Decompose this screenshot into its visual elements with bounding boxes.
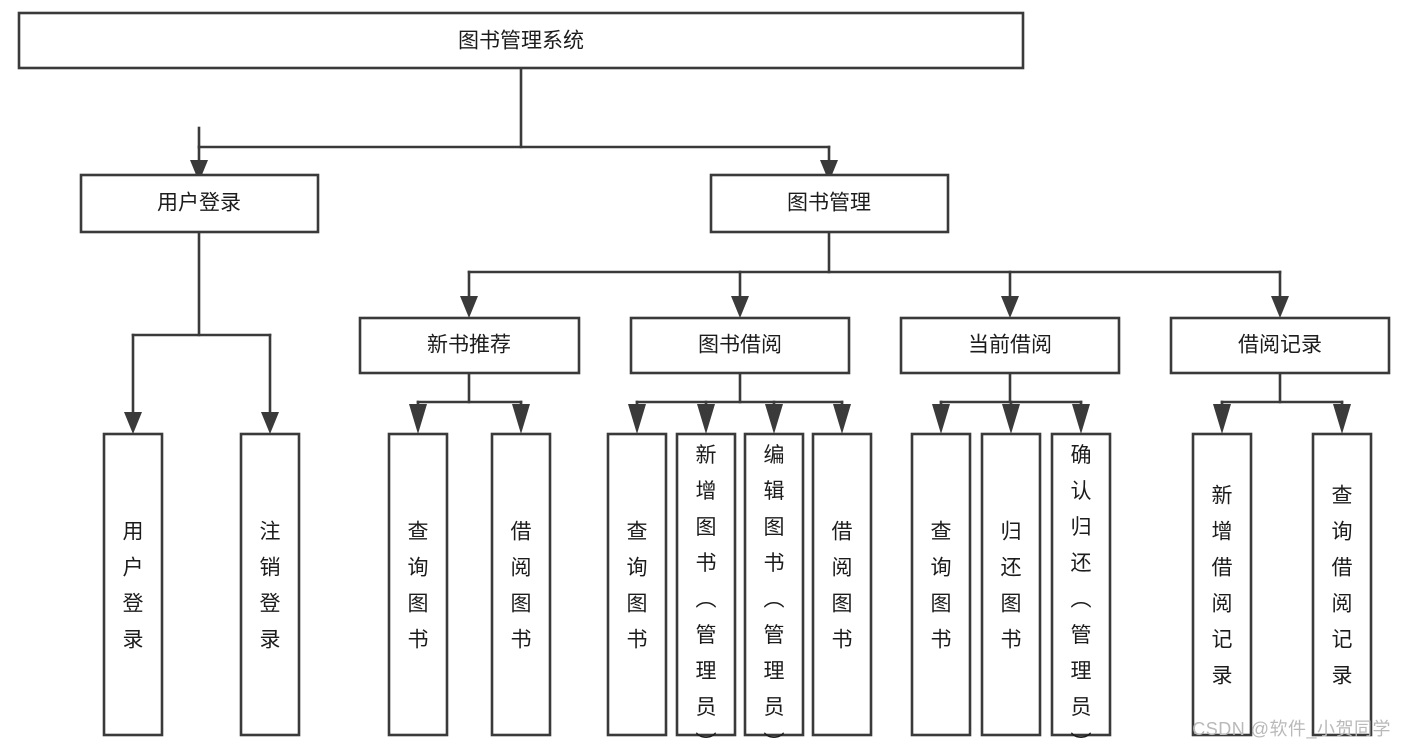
node-leaf-query-book-3[interactable]: 查询图书 [910, 432, 972, 737]
node-book-manage-label: 图书管理 [787, 192, 871, 215]
node-leaf-add-book-label: 新增图书︵管理员︶ [696, 444, 717, 747]
node-leaf-add-book-box[interactable] [675, 432, 737, 737]
arrow-bookmanage-current-icon [1001, 296, 1019, 318]
node-leaf-edit-book-box[interactable] [743, 432, 805, 737]
arrow-userlogin-leaf2-icon [261, 412, 279, 434]
node-user-login[interactable]: 用户登录 [79, 173, 320, 234]
arrow-userlogin-leaf1-icon [124, 412, 142, 434]
node-leaf-edit-book-label: 编辑图书︵管理员︶ [764, 444, 785, 747]
node-leaf-logout-box[interactable] [239, 432, 301, 737]
node-leaf-logout[interactable]: 注销登录 [239, 432, 301, 737]
node-book-borrow[interactable]: 图书借阅 [629, 316, 851, 375]
node-leaf-confirm-return-label: 确认归还︵管理员︶ [1071, 444, 1092, 747]
arrow-bookborrow-leaf2-icon [697, 404, 715, 434]
node-user-login-box[interactable] [79, 173, 320, 234]
node-leaf-add-book[interactable]: 新增图书︵管理员︶ [675, 432, 737, 747]
node-current-borrow-label: 当前借阅 [968, 334, 1052, 357]
node-borrow-record[interactable]: 借阅记录 [1169, 316, 1391, 375]
node-leaf-user-login-label: 用户登录 [123, 520, 144, 651]
node-leaf-logout-label: 注销登录 [260, 520, 281, 651]
arrow-borrowrecord-leaf2-icon [1333, 404, 1351, 434]
node-leaf-borrow-book-1[interactable]: 借阅图书 [490, 432, 552, 737]
node-new-book-rec-box[interactable] [358, 316, 581, 375]
node-leaf-query-book-2[interactable]: 查询图书 [606, 432, 668, 737]
watermark: CSDN @软件_小贺同学 [1192, 719, 1391, 739]
node-leaf-query-record[interactable]: 查询借阅记录 [1311, 432, 1373, 737]
node-borrow-record-label: 借阅记录 [1238, 334, 1322, 357]
node-new-book-rec-label: 新书推荐 [427, 334, 511, 357]
node-leaf-user-login[interactable]: 用户登录 [102, 432, 164, 737]
arrow-root-to-user-login-icon [190, 160, 208, 182]
arrow-root-to-book-manage-icon [820, 160, 838, 182]
node-leaf-add-record-label: 新增借阅记录 [1212, 484, 1233, 687]
node-current-borrow[interactable]: 当前借阅 [899, 316, 1121, 375]
arrow-bookborrow-leaf4-icon [833, 404, 851, 434]
node-leaf-borrow-book-2-box[interactable] [811, 432, 873, 737]
node-leaf-borrow-book-1-box[interactable] [490, 432, 552, 737]
node-leaf-add-record[interactable]: 新增借阅记录 [1191, 432, 1253, 737]
arrow-currentborrow-leaf1-icon [932, 404, 950, 434]
node-book-borrow-box[interactable] [629, 316, 851, 375]
node-new-book-rec[interactable]: 新书推荐 [358, 316, 581, 375]
arrow-newbook-leaf2-icon [512, 404, 530, 434]
arrow-bookborrow-leaf3-icon [765, 404, 783, 434]
arrow-bookmanage-record-icon [1271, 296, 1289, 318]
node-leaf-query-book-2-box[interactable] [606, 432, 668, 737]
node-leaf-query-book-1-label: 查询图书 [408, 520, 429, 651]
arrow-bookborrow-leaf1-icon [628, 404, 646, 434]
node-leaf-edit-book[interactable]: 编辑图书︵管理员︶ [743, 432, 805, 747]
node-book-borrow-label: 图书借阅 [698, 334, 782, 357]
node-leaf-user-login-box[interactable] [102, 432, 164, 737]
node-root-label: 图书管理系统 [458, 30, 584, 53]
node-leaf-query-book-3-box[interactable] [910, 432, 972, 737]
node-leaf-query-book-3-label: 查询图书 [931, 520, 952, 651]
node-book-manage-box[interactable] [709, 173, 950, 234]
arrow-bookmanage-newbook-icon [460, 296, 478, 318]
connector-layer [124, 66, 1351, 434]
node-leaf-add-record-box[interactable] [1191, 432, 1253, 737]
node-leaf-query-book-2-label: 查询图书 [627, 520, 648, 651]
node-root[interactable]: 图书管理系统 [17, 11, 1025, 70]
node-leaf-return-book-box[interactable] [980, 432, 1042, 737]
arrow-borrowrecord-leaf1-icon [1213, 404, 1231, 434]
node-leaf-confirm-return-box[interactable] [1050, 432, 1112, 737]
arrow-bookmanage-borrow-icon [731, 296, 749, 318]
node-root-box[interactable] [17, 11, 1025, 70]
arrow-currentborrow-leaf3-icon [1072, 404, 1090, 434]
node-leaf-query-book-1-box[interactable] [387, 432, 449, 737]
node-current-borrow-box[interactable] [899, 316, 1121, 375]
node-leaf-borrow-book-2[interactable]: 借阅图书 [811, 432, 873, 737]
node-leaf-borrow-book-2-label: 借阅图书 [832, 520, 853, 651]
arrow-newbook-leaf1-icon [409, 404, 427, 434]
node-leaf-return-book[interactable]: 归还图书 [980, 432, 1042, 737]
arrow-currentborrow-leaf2-icon [1002, 404, 1020, 434]
node-leaf-borrow-book-1-label: 借阅图书 [511, 520, 532, 651]
node-leaf-confirm-return[interactable]: 确认归还︵管理员︶ [1050, 432, 1112, 747]
node-leaf-query-book-1[interactable]: 查询图书 [387, 432, 449, 737]
node-borrow-record-box[interactable] [1169, 316, 1391, 375]
node-leaf-query-record-box[interactable] [1311, 432, 1373, 737]
node-leaf-query-record-label: 查询借阅记录 [1332, 484, 1353, 687]
node-user-login-label: 用户登录 [157, 192, 241, 215]
node-leaf-return-book-label: 归还图书 [1001, 520, 1022, 651]
node-book-manage[interactable]: 图书管理 [709, 173, 950, 234]
